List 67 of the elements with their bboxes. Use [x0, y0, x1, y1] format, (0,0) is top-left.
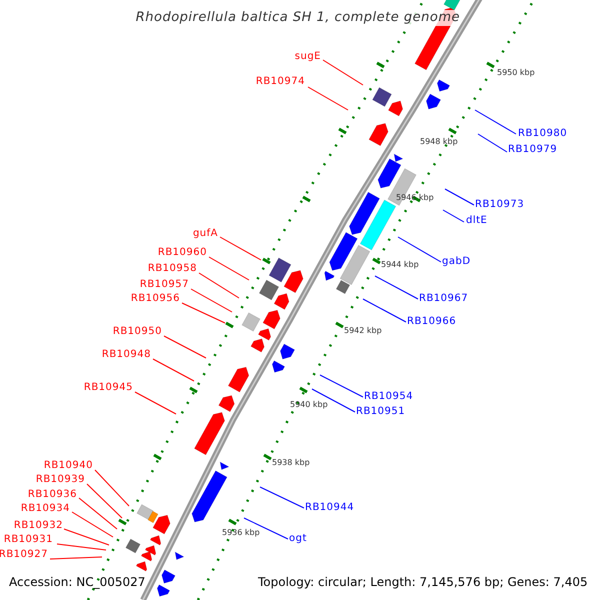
leader-line	[312, 388, 356, 412]
gene-label: RB10932	[14, 520, 63, 532]
gene-label: RB10934	[20, 503, 70, 515]
gene-label: RB10950	[112, 326, 162, 338]
genome-stats-text: Topology: circular; Length: 7,145,576 bp; Genes: 7,405	[258, 574, 588, 590]
leader-line	[72, 512, 114, 538]
tick-label: 5940 kbp	[290, 400, 328, 410]
gene-label: gabD	[442, 256, 471, 268]
title: Rhodopirellula baltica SH 1, complete genome	[136, 10, 460, 26]
leader-line	[322, 60, 364, 86]
gene-label: dltE	[466, 215, 488, 227]
tick-label: 5942 kbp	[344, 326, 382, 336]
gene-label: RB10956	[130, 293, 180, 305]
tick-label: 5948 kbp	[420, 137, 458, 147]
gene-label: gufA	[192, 228, 218, 240]
leader-line	[474, 110, 516, 134]
leader-line	[442, 210, 464, 222]
gene-label: RB10960	[158, 247, 207, 259]
tick-label: 5944 kbp	[381, 260, 419, 270]
gene-label: RB10944	[305, 502, 354, 514]
gene-label: RB10980	[518, 128, 568, 140]
leader-line	[444, 188, 474, 206]
leader-line	[50, 556, 102, 560]
gene-label: RB10945	[84, 382, 133, 394]
gene-label: RB10974	[256, 76, 305, 88]
leader-line	[244, 518, 288, 540]
leader-line	[308, 86, 348, 110]
leader-line	[478, 134, 508, 152]
gene-label: RB10940	[44, 460, 93, 472]
leader-line	[398, 236, 442, 262]
tick-label: 5950 kbp	[497, 68, 535, 78]
leader-line	[374, 276, 418, 300]
gene-label: sugE	[294, 51, 321, 63]
leader-line	[56, 544, 106, 550]
leader-line	[134, 392, 176, 414]
leader-line	[152, 358, 194, 382]
tick-label: 5946 kbp	[396, 193, 434, 203]
leader-line	[198, 272, 240, 298]
leader-line	[260, 486, 304, 508]
leader-line	[164, 336, 206, 358]
leader-line	[64, 528, 110, 546]
leader-line	[190, 288, 232, 312]
gene-label: RB10927	[0, 549, 48, 561]
leader-line	[86, 484, 122, 518]
gene-label: RB10931	[4, 534, 53, 546]
gene-label: RB10939	[36, 474, 85, 486]
tick-label: 5938 kbp	[272, 458, 310, 468]
leader-line	[182, 302, 226, 324]
leader-line	[78, 498, 118, 530]
gene-label: ogt	[289, 533, 307, 545]
gene-label: RB10973	[475, 199, 524, 211]
accession-text: Accession: NC_005027	[9, 574, 146, 590]
gene-label: RB10951	[356, 406, 406, 418]
gene-label: RB10957	[140, 279, 189, 291]
leader-line	[362, 298, 406, 322]
gene-label: RB10966	[407, 316, 456, 328]
leader-line	[320, 374, 364, 398]
gene-label: RB10967	[419, 293, 468, 305]
gene-label: RB10954	[364, 391, 414, 403]
gene-label: RB10958	[148, 263, 197, 275]
gene-label: RB10948	[102, 349, 151, 361]
gene-label: RB10936	[28, 489, 77, 501]
leader-line	[208, 256, 250, 280]
tick-label: 5936 kbp	[222, 528, 260, 538]
leader-line	[220, 236, 262, 260]
leader-line	[94, 470, 130, 506]
gene-label: RB10979	[508, 144, 558, 156]
